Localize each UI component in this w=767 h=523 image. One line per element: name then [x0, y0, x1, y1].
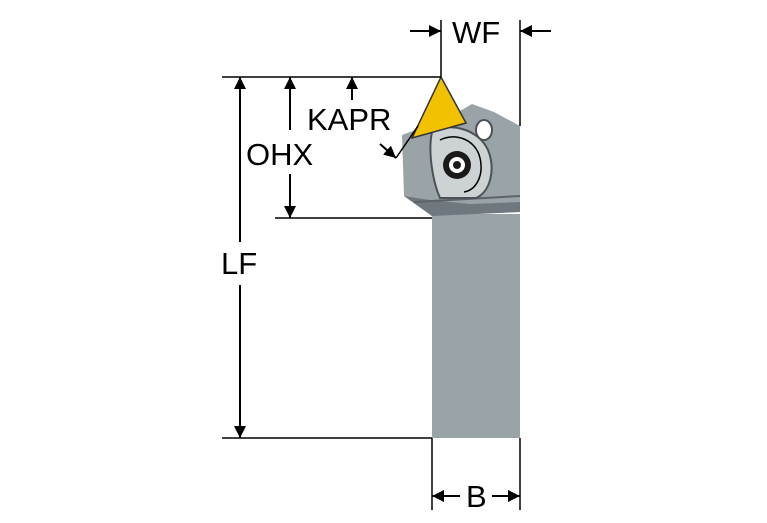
- wf-label: WF: [452, 15, 500, 50]
- holder-shank: [432, 214, 520, 438]
- kapr-arrow-edge: [379, 143, 397, 159]
- clamp-hole: [475, 119, 493, 141]
- lf-label: LF: [221, 246, 257, 281]
- clamp-contour: [439, 136, 482, 193]
- kapr-edge-extension: [395, 125, 419, 159]
- screw-center: [453, 161, 461, 169]
- cutting-insert: [410, 75, 468, 140]
- b-label: B: [466, 479, 487, 514]
- kapr-label: KAPR: [307, 102, 391, 137]
- ohx-label: OHX: [246, 137, 314, 172]
